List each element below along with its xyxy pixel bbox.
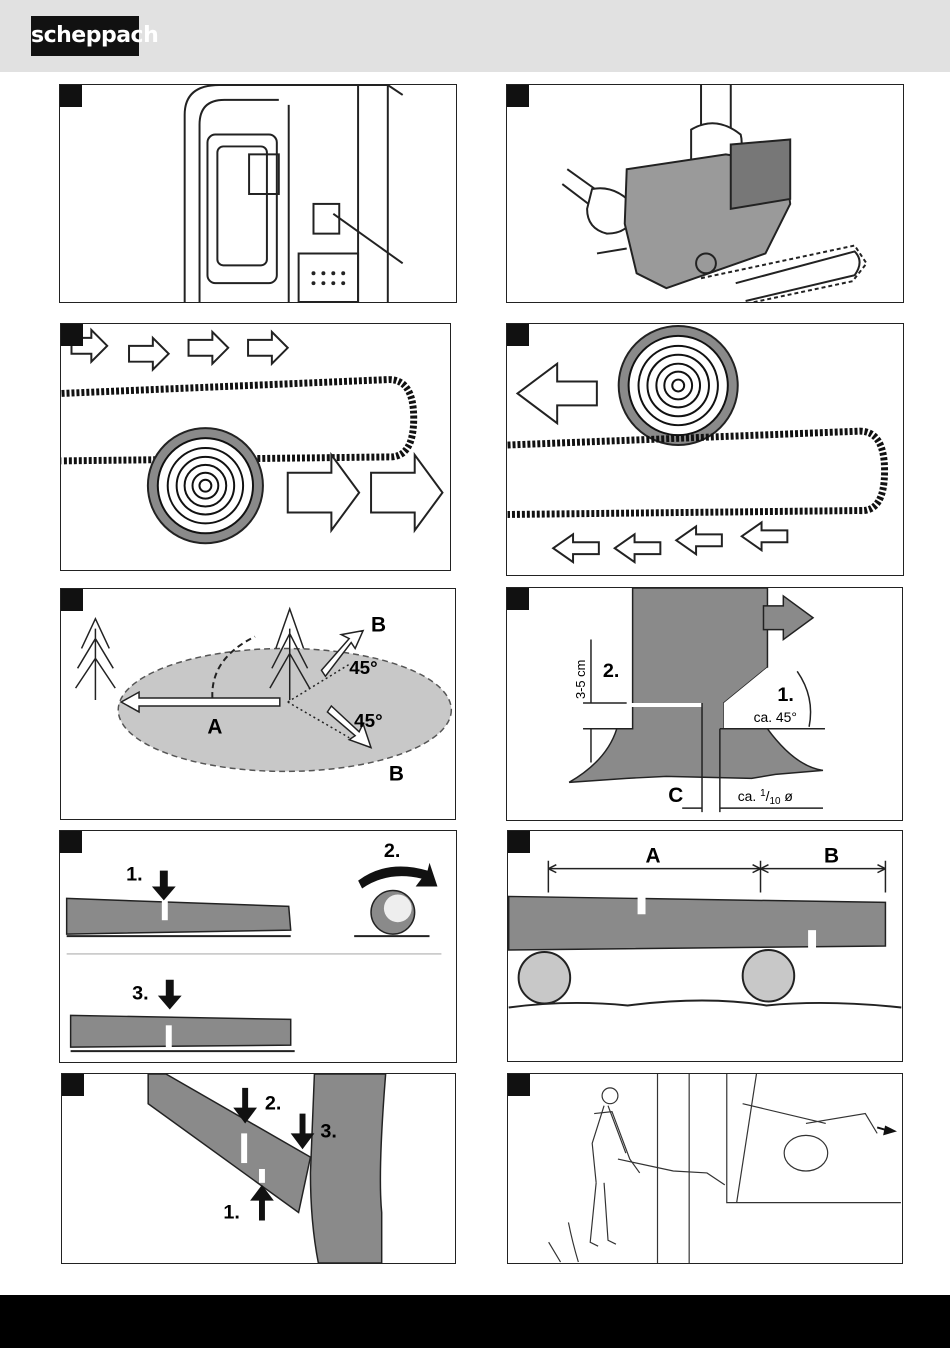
label-b-top: B [371,614,386,637]
hands-on-chainsaw-illustration [507,85,903,302]
step-1: 1. [223,1201,240,1223]
figure-holding-chainsaw [506,84,904,303]
footer-bar [0,1295,950,1348]
figure-marker [62,1074,84,1096]
figure-bucking: 1. 2. 3. [59,830,457,1063]
angle-label: ca. 45° [754,709,797,725]
step-1: 1. [777,684,794,706]
figure-marker [61,324,83,346]
step-2: 2. [384,840,401,862]
figure-marker [508,831,530,853]
chain-bar-top-cut-illustration [61,324,450,570]
angle-top: 45° [349,657,377,678]
label-a: A [207,716,222,739]
figure-felling-notch: 3-5 cm 2. 1. ca. 45° C ca. 1/10 ø [506,587,903,821]
figure-marker [507,85,529,107]
step-1: 1. [126,864,143,886]
chain-bar-bottom-cut-illustration [507,324,903,575]
step-3: 3. [320,1120,337,1142]
label-b-bottom: B [389,762,404,785]
figure-marker [60,831,82,853]
bucking-diagram: 1. 2. 3. [60,831,456,1062]
depth-label: ca. 1/10 ø [738,788,794,807]
chainsaw-body-illustration [60,85,456,302]
angle-bottom: 45° [354,710,382,731]
figure-marker [60,85,82,107]
label-a: A [646,845,661,868]
step-3: 3. [132,983,149,1005]
step-2: 2. [603,660,620,682]
figure-limbing: 2. 3. 1. [61,1073,456,1264]
supported-log-diagram: A B [508,831,902,1061]
felling-notch-diagram: 3-5 cm 2. 1. ca. 45° C ca. 1/10 ø [507,588,902,820]
figure-felling-zone: B 45° A 45° B [60,588,456,820]
figure-marker [507,324,529,346]
figure-cutting-underside [60,323,451,571]
figure-battery-insert [59,84,457,303]
figure-supported-log: A B [507,830,903,1062]
figure-marker [508,1074,530,1096]
figure-marker [507,588,529,610]
figure-operator-felling [507,1073,903,1264]
header-bar: scheppach [0,0,950,72]
operator-felling-illustration [508,1074,902,1263]
felling-zone-diagram: B 45° A 45° B [61,589,455,819]
figure-cutting-overside [506,323,904,576]
figure-marker [61,589,83,611]
step-2: 2. [265,1093,282,1115]
label-c: C [668,784,683,807]
limbing-diagram: 2. 3. 1. [62,1074,455,1263]
scheppach-logo: scheppach [31,16,139,56]
height-label: 3-5 cm [573,660,588,699]
label-b: B [824,845,839,868]
